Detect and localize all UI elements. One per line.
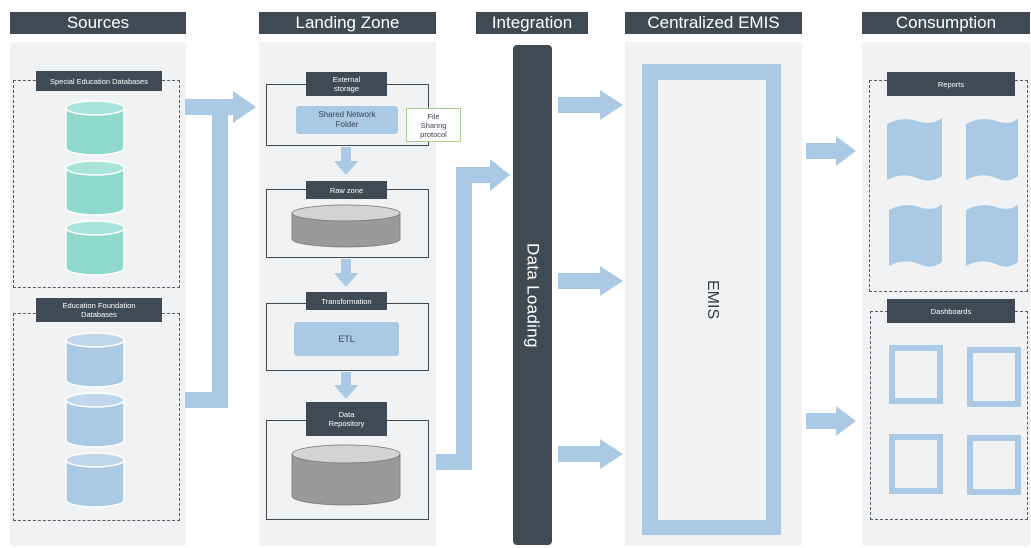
reports-label: Reports xyxy=(887,72,1015,96)
external-storage-text-2: storage xyxy=(333,84,360,93)
data-repository-label: Data Repository xyxy=(306,402,387,436)
header-landing-zone: Landing Zone xyxy=(259,12,436,34)
education-foundation-label: Education Foundation Databases xyxy=(36,298,162,322)
teal-database-cylinders xyxy=(65,100,125,276)
special-education-label: Special Education Databases xyxy=(36,71,162,91)
data-loading-text: Data Loading xyxy=(523,242,543,348)
file-sharing-text-3: protocol xyxy=(420,129,447,139)
education-foundation-text-2: Databases xyxy=(81,310,117,319)
report-document-icons xyxy=(887,118,1018,267)
dashboard-icons xyxy=(889,345,1021,495)
raw-zone-cylinder xyxy=(291,204,401,248)
dashboards-label: Dashboards xyxy=(887,299,1015,323)
shared-network-folder: Shared Network Folder xyxy=(296,106,398,134)
file-sharing-protocol-box: File Sharing protocol xyxy=(406,108,461,142)
emis-to-consumption-arrows xyxy=(806,136,856,436)
shared-network-text-1: Shared Network xyxy=(318,110,376,119)
sources-merge-arrow xyxy=(185,91,256,408)
transformation-label: Transformation xyxy=(306,292,387,310)
education-foundation-text-1: Education Foundation xyxy=(62,301,136,310)
file-sharing-text-1: File xyxy=(427,111,440,121)
data-repository-text-2: Repository xyxy=(328,419,365,428)
data-loading-bar xyxy=(513,45,552,545)
etl-text: ETL xyxy=(338,334,355,344)
external-storage-text-1: External xyxy=(332,75,361,84)
emis-frame-inner xyxy=(658,80,766,520)
file-sharing-text-2: Sharing xyxy=(420,120,447,130)
header-consumption: Consumption xyxy=(862,12,1030,34)
header-centralized-emis: Centralized EMIS xyxy=(625,12,802,34)
landing-down-arrows xyxy=(334,147,358,399)
external-storage-label: External storage xyxy=(306,72,387,96)
special-education-text: Special Education Databases xyxy=(50,76,148,86)
data-repository-text-1: Data xyxy=(338,410,355,419)
data-repository-cylinder xyxy=(291,444,401,506)
landing-to-integration-arrow xyxy=(436,159,510,470)
blue-database-cylinders xyxy=(65,332,125,508)
transformation-text: Transformation xyxy=(321,296,372,306)
raw-zone-text: Raw zone xyxy=(329,185,364,195)
raw-zone-label: Raw zone xyxy=(306,181,387,199)
reports-text: Reports xyxy=(937,79,965,89)
emis-label: EMIS xyxy=(658,80,766,520)
integration-to-emis-arrows xyxy=(558,90,623,469)
shared-network-text-2: Folder xyxy=(335,120,359,129)
dashboards-text: Dashboards xyxy=(930,306,972,316)
emis-text: EMIS xyxy=(704,280,721,320)
data-loading-label: Data Loading xyxy=(513,45,552,545)
header-integration: Integration xyxy=(476,12,588,34)
header-sources: Sources xyxy=(10,12,186,34)
etl-box: ETL xyxy=(294,322,399,356)
